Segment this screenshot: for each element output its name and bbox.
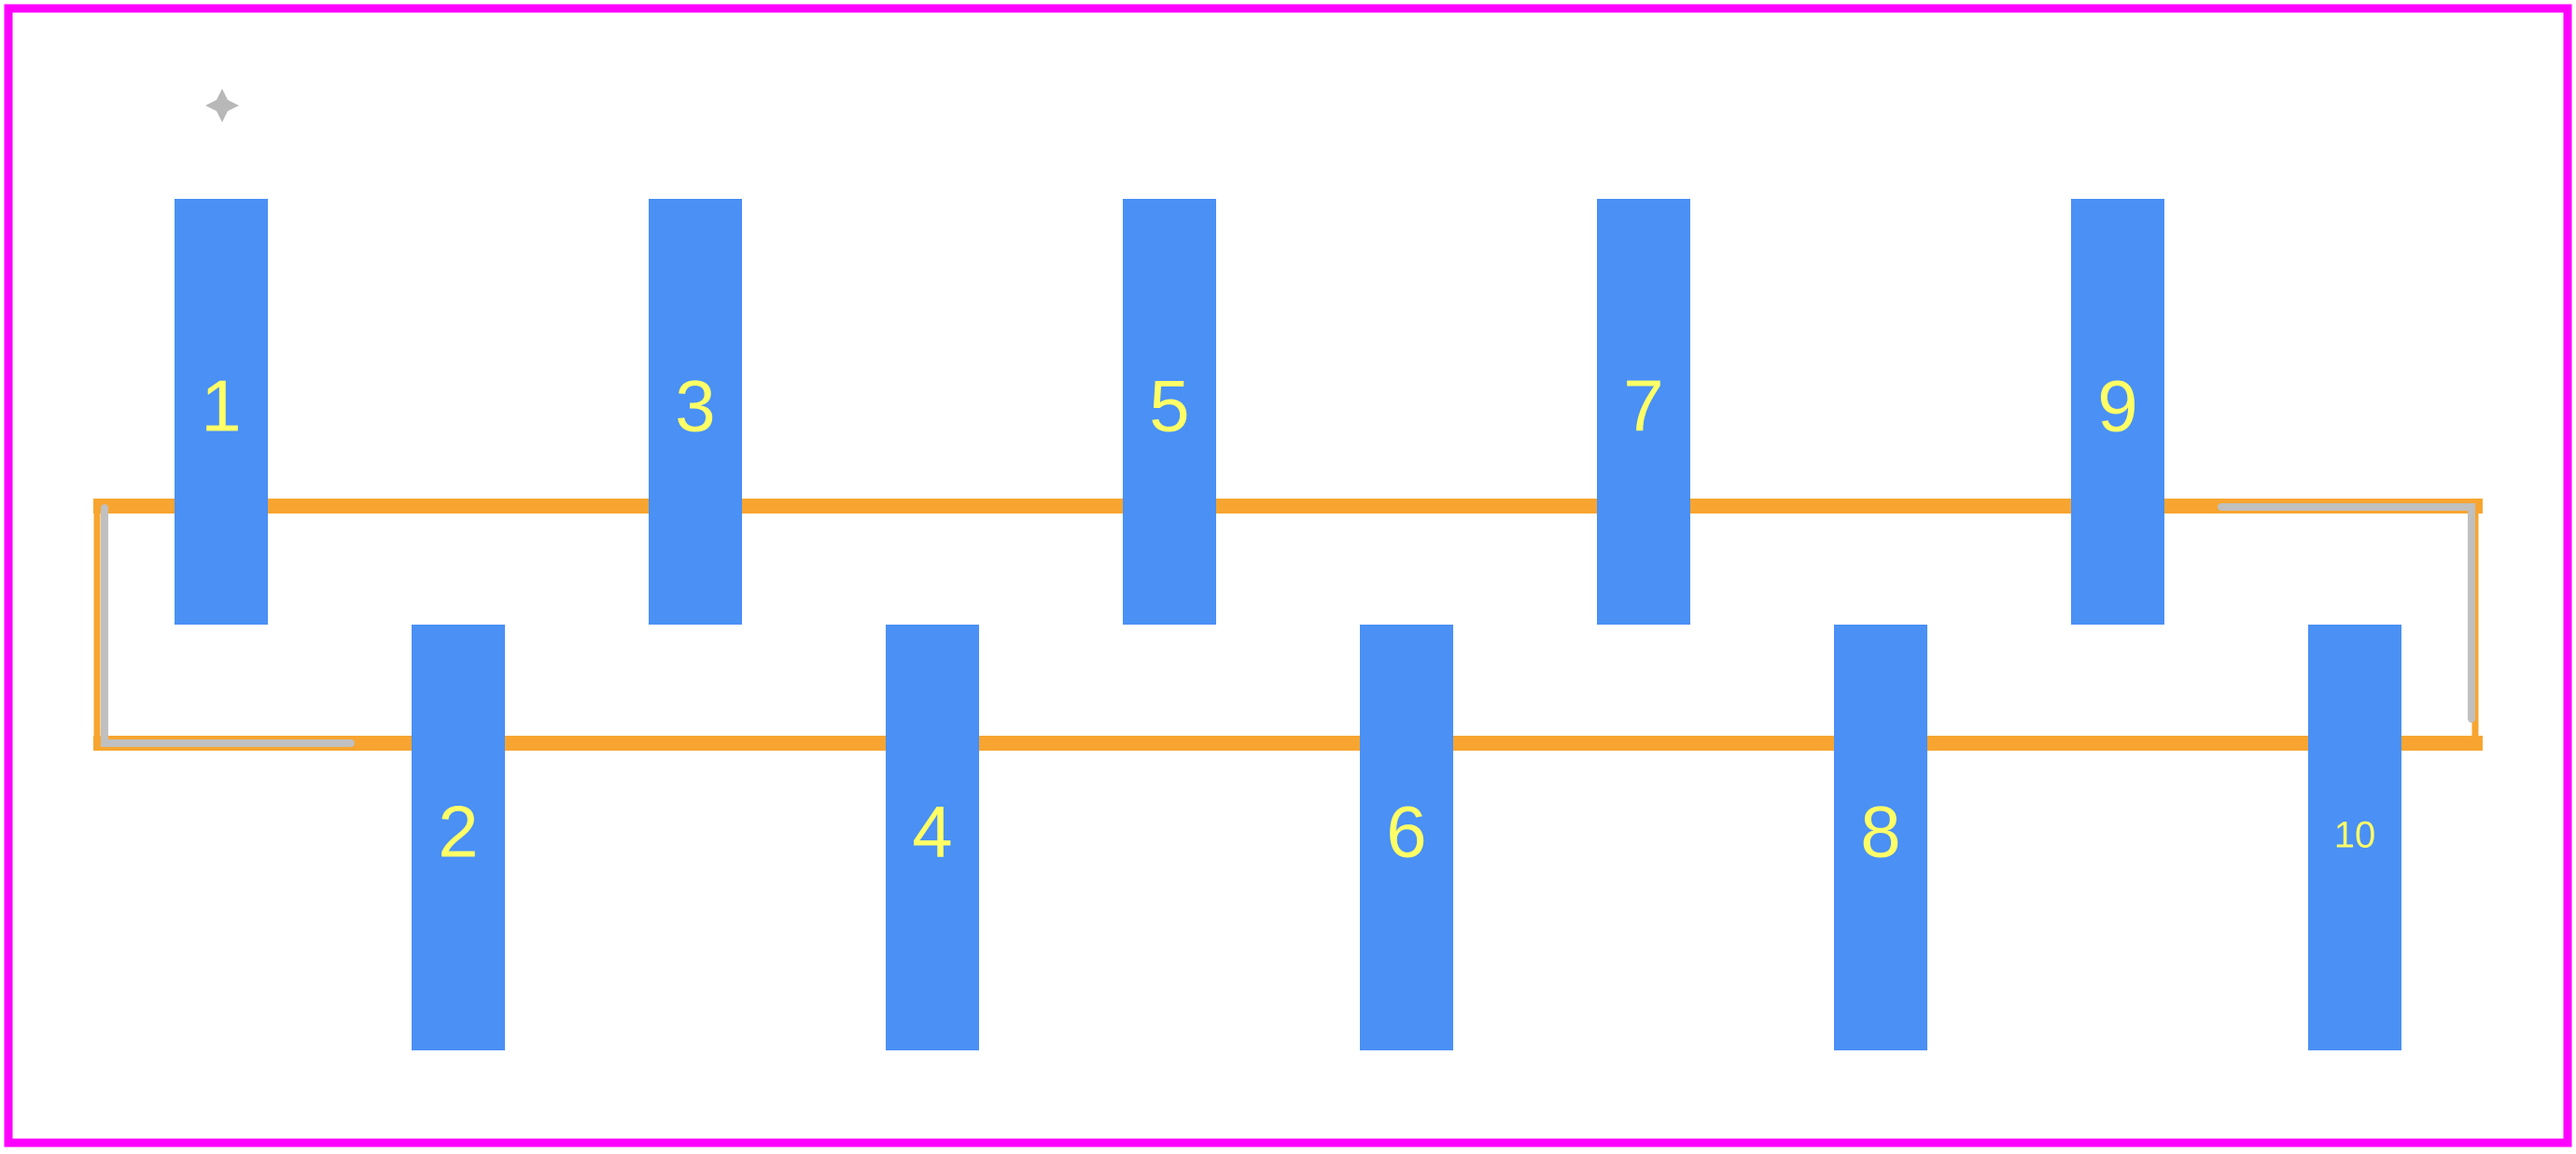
pad-6[interactable]: 6 [1360,625,1453,1050]
pad-2-label: 2 [438,791,478,873]
pad-1-copper[interactable] [175,199,268,625]
pad-10-copper[interactable] [2308,625,2401,1050]
pad-5-label: 5 [1149,365,1189,447]
pads-layer: 1 2 3 4 5 6 7 8 9 10 [175,199,2401,1050]
pad-5-copper[interactable] [1123,199,1216,625]
pad-2[interactable]: 2 [412,625,505,1050]
pad-10[interactable]: 10 [2308,625,2401,1050]
pad-1-label: 1 [201,365,241,447]
pad-6-copper[interactable] [1360,625,1453,1050]
pad-9[interactable]: 9 [2071,199,2164,625]
pad-7-label: 7 [1623,365,1663,447]
pad-10-label: 10 [2334,815,2376,856]
pad-4[interactable]: 4 [886,625,979,1050]
pad-4-copper[interactable] [886,625,979,1050]
pad-8-label: 8 [1860,791,1900,873]
pad-9-label: 9 [2097,365,2137,447]
pad-8[interactable]: 8 [1834,625,1927,1050]
pad-6-label: 6 [1386,791,1426,873]
origin-crosshair-icon [205,89,239,122]
pad-7-copper[interactable] [1597,199,1690,625]
pad-7[interactable]: 7 [1597,199,1690,625]
silkscreen-right-corner [2218,503,2475,723]
silkscreen-marks [101,503,2475,747]
pad-4-label: 4 [912,791,952,873]
board-outline [4,4,2572,1147]
pad-3-label: 3 [675,365,715,447]
pad-1[interactable]: 1 [175,199,268,625]
pad-3-copper[interactable] [649,199,742,625]
silkscreen-left-corner [101,504,355,747]
pad-9-copper[interactable] [2071,199,2164,625]
pad-3[interactable]: 3 [649,199,742,625]
pad-8-copper[interactable] [1834,625,1927,1050]
pad-2-copper[interactable] [412,625,505,1050]
pad-5[interactable]: 5 [1123,199,1216,625]
